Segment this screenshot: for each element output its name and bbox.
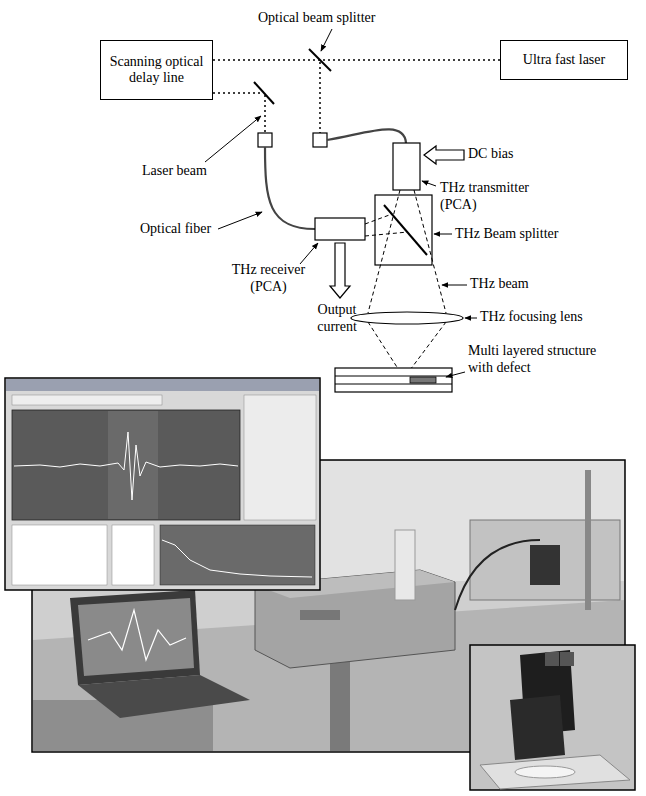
part-label: Laser beam	[142, 163, 207, 180]
laser-beam	[213, 92, 262, 94]
leader-arrow	[205, 29, 477, 377]
thz-beam	[365, 190, 446, 378]
thz-transmitter	[393, 143, 420, 190]
thz-lens	[351, 312, 463, 324]
box-text: Ultra fast laser	[523, 52, 605, 68]
part-label: DC bias	[468, 146, 514, 163]
process-box: Scanning optical delay line	[100, 40, 213, 100]
part-label: THz transmitter (PCA)	[440, 180, 550, 214]
laser-beam	[264, 95, 266, 133]
dc-bias-arrow	[424, 146, 464, 164]
part-label: THz receiver (PCA)	[226, 262, 311, 296]
part-label: THz focusing lens	[480, 309, 583, 326]
box-text: Scanning optical delay line	[107, 54, 206, 86]
fiber-coupler	[258, 133, 272, 147]
inset-photo	[470, 645, 635, 790]
laser-beam	[213, 59, 500, 61]
part-label: THz Beam splitter	[455, 226, 558, 243]
software-screenshot	[5, 378, 320, 590]
part-label: Multi layered structure with defect	[468, 343, 618, 377]
output-arrow	[330, 243, 350, 298]
part-label: Optical beam splitter	[258, 10, 375, 27]
optical-fiber	[327, 129, 406, 143]
part-label: THz beam	[470, 276, 529, 293]
multilayer-sample	[335, 368, 452, 392]
process-box: Ultra fast laser	[500, 40, 628, 80]
laser-beam	[319, 62, 321, 133]
optical-fiber	[265, 147, 315, 229]
part-label: Optical fiber	[140, 221, 211, 238]
thz-beam-splitter	[384, 205, 427, 255]
part-label: Output current	[308, 302, 366, 336]
mirror	[254, 82, 274, 104]
fiber-coupler	[313, 133, 327, 147]
thz-receiver	[315, 218, 365, 240]
